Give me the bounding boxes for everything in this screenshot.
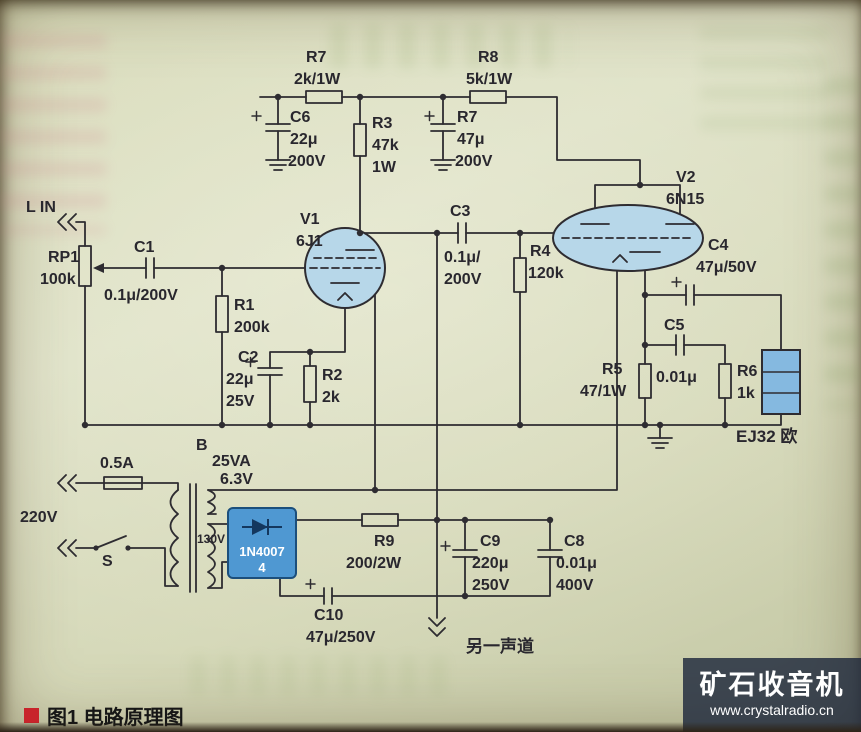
label-c3-value1: 0.1μ/	[444, 249, 481, 266]
label-c4-value: 47μ/50V	[696, 259, 757, 276]
resistor-r2-box	[303, 365, 317, 403]
label-c5-value: 0.01μ	[656, 369, 697, 386]
label-c5-ref: C5	[664, 317, 685, 334]
label-v1-ref: V1	[300, 211, 320, 228]
label-r8-value: 5k/1W	[466, 71, 513, 88]
speaker-body	[761, 349, 801, 415]
label-r4-value: 120k	[528, 265, 564, 282]
label-rectifier-part: 1N4007	[239, 544, 285, 559]
label-r7-top-value: 2k/1W	[294, 71, 341, 88]
wires-power-supply	[75, 269, 618, 597]
watermark-site-name: 矿石收音机	[699, 670, 845, 700]
transformer-primary-coil	[169, 489, 179, 587]
resistor-r9-box	[361, 513, 399, 527]
label-r1-ref: R1	[234, 297, 255, 314]
label-r4-ref: R4	[530, 243, 551, 260]
resistor-r4-box	[513, 257, 527, 293]
tube-v2	[552, 204, 704, 272]
junction-dots	[81, 93, 729, 600]
caption-text: 图1 电路原理图	[47, 707, 184, 729]
label-c9-value1: 220μ	[472, 555, 508, 572]
label-r2-ref: R2	[322, 367, 343, 384]
label-c8-value2: 400V	[556, 577, 594, 594]
label-r9-value: 200/2W	[346, 555, 402, 572]
transformer-secondary-6v3-coil	[207, 489, 216, 515]
label-c9-value2: 250V	[472, 577, 510, 594]
label-ht-winding: 130V	[197, 532, 225, 546]
potentiometer-rp1-box	[78, 245, 92, 287]
label-c6-ref: C6	[290, 109, 311, 126]
label-fuse-value: 0.5A	[100, 455, 134, 472]
label-r6-ref: R6	[737, 363, 758, 380]
label-c3-ref: C3	[450, 203, 471, 220]
label-r9-ref: R9	[374, 533, 395, 550]
label-speaker: EJ32 欧	[736, 426, 797, 446]
label-c4-ref: C4	[708, 237, 729, 254]
label-r1-value: 200k	[234, 319, 270, 336]
label-r2-value: 2k	[322, 389, 340, 406]
label-line-input: L IN	[26, 199, 56, 216]
label-c6-value2: 200V	[288, 153, 326, 170]
label-switch: S	[102, 553, 113, 570]
resistor-r3-box	[353, 123, 367, 157]
label-c9-ref: C9	[480, 533, 501, 550]
label-c7-ref: R7	[457, 109, 478, 126]
label-c1-ref: C1	[134, 239, 155, 256]
label-r6-value: 1k	[737, 385, 755, 402]
label-mains-voltage: 220V	[20, 509, 58, 526]
label-r8-ref: R8	[478, 49, 499, 66]
resistor-r1-box	[215, 295, 229, 333]
resistor-r5-box	[638, 363, 652, 399]
label-rp1-ref: RP1	[48, 249, 79, 266]
label-r3-ref: R3	[372, 115, 393, 132]
resistor-r8-box	[469, 90, 507, 104]
label-r3-value2: 1W	[372, 159, 397, 176]
label-other-channel: 另一声道	[466, 636, 534, 656]
rp1-wiper-arrow	[93, 263, 104, 273]
label-c1-value: 0.1μ/200V	[104, 287, 178, 304]
label-c10-ref: C10	[314, 607, 343, 624]
label-c2-ref: C2	[238, 349, 259, 366]
label-r5-ref: R5	[602, 361, 623, 378]
label-c8-value1: 0.01μ	[556, 555, 597, 572]
label-c10-value: 47μ/250V	[306, 629, 376, 646]
caption-red-square-icon	[24, 708, 39, 723]
label-c2-value1: 22μ	[226, 371, 254, 388]
speaker-ej32	[761, 349, 801, 415]
rectifier-1n4007: 1N4007 4	[227, 507, 297, 579]
label-c2-value2: 25V	[226, 393, 255, 410]
label-c7-value2: 200V	[455, 153, 493, 170]
resistor-r6-box	[718, 363, 732, 399]
label-r7-top-ref: R7	[306, 49, 327, 66]
label-heater-winding: 6.3V	[220, 471, 253, 488]
label-rectifier-qty: 4	[258, 560, 266, 575]
label-rp1-value: 100k	[40, 271, 76, 288]
label-v1-type: 6J1	[296, 233, 323, 250]
label-c6-value1: 22μ	[290, 131, 318, 148]
figure-caption: 图1 电路原理图	[24, 701, 184, 730]
label-r5-value: 47/1W	[580, 383, 627, 400]
label-v2-type: 6N15	[666, 191, 704, 208]
transformer-core	[189, 483, 197, 593]
label-c7-value1: 47μ	[457, 131, 485, 148]
label-transformer-ref: B	[196, 437, 208, 454]
label-c3-value2: 200V	[444, 271, 482, 288]
watermark: 矿石收音机 www.crystalradio.cn	[683, 658, 861, 732]
label-c8-ref: C8	[564, 533, 585, 550]
label-r3-value1: 47k	[372, 137, 399, 154]
watermark-site-url: www.crystalradio.cn	[710, 702, 834, 718]
resistor-r7-top-box	[305, 90, 343, 104]
label-v2-ref: V2	[676, 169, 696, 186]
label-transformer-va: 25VA	[212, 453, 251, 470]
